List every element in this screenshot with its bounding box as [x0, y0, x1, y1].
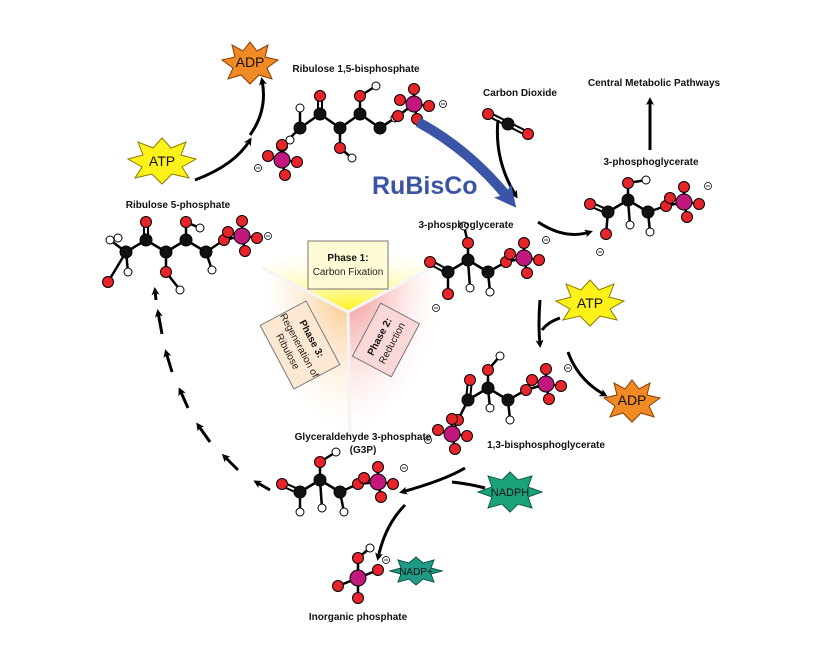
phase1-title: Phase 1: [327, 253, 368, 264]
atp-right-badge: ATP [554, 279, 626, 327]
nadp-text: NADP+ [399, 567, 433, 578]
arrow-ru5p-to-rubp [194, 137, 252, 182]
phase1-subtitle: Carbon Fixation [313, 267, 384, 278]
molecule-co2 [482, 108, 534, 140]
molecule-rubp [254, 81, 447, 181]
label-co2: Carbon Dioxide [483, 88, 557, 99]
label-g3p-line2: (G3P) [350, 445, 377, 456]
molecule-pi [332, 543, 390, 604]
molecule-ru5p [102, 215, 272, 295]
molecule-pga-right [584, 175, 712, 256]
molecule-g3p [276, 447, 408, 517]
cycle-arrows [151, 77, 654, 561]
arrow-nadph-to-g3p [399, 466, 466, 495]
arrow-cycle-4 [178, 387, 190, 409]
badges: ADP ATP ATP ADP NADPH NADP+ [126, 41, 662, 586]
nadph-text: NADPH [491, 487, 530, 499]
arrow-cycle-1 [253, 480, 271, 492]
arrow-atp-in [540, 316, 561, 331]
nadp-badge: NADP+ [388, 556, 444, 586]
phase2-label: Phase 2: Reduction [351, 302, 421, 378]
arrow-nadph-in [451, 480, 486, 490]
arrow-cycle-7 [151, 287, 160, 301]
rubisco-label: RuBisCo [372, 172, 478, 200]
adp-right-text: ADP [618, 392, 647, 408]
label-central: Central Metabolic Pathways [588, 78, 721, 89]
arrow-cycle-6 [154, 309, 164, 335]
arrow-atp-to-bpg [535, 299, 544, 348]
phase1-label: Phase 1: Carbon Fixation [307, 240, 389, 290]
adp-top-text: ADP [236, 54, 265, 70]
arrow-cycle-3 [196, 422, 212, 443]
molecule-bpg [424, 351, 572, 455]
arrow-cycle-5 [163, 349, 174, 373]
arrow-to-pi [375, 503, 407, 561]
nadph-badge: NADPH [476, 471, 544, 513]
label-pga-right: 3-phosphoglycerate [603, 157, 698, 168]
arrow-to-adp-top [248, 77, 267, 136]
adp-top-badge: ADP [220, 41, 280, 85]
arrow-to-adp-right [566, 351, 608, 397]
molecule-pga-top [424, 221, 550, 312]
arrow-cycle-2 [221, 453, 240, 472]
label-rubp: Ribulose 1,5-bisphosphate [292, 64, 420, 75]
atp-right-text: ATP [577, 295, 603, 311]
label-ru5p: Ribulose 5-phosphate [126, 200, 231, 211]
label-g3p-line1: Glyceraldehyde 3-phosphate [295, 432, 432, 443]
arrow-to-pga-right [537, 220, 593, 238]
molecules [102, 81, 712, 604]
phase3-label: Phase 3: Regeneration of Ribulose [259, 300, 341, 390]
atp-left-text: ATP [149, 153, 175, 169]
molecule-labels: Ribulose 1,5-bisphosphate Carbon Dioxide… [126, 64, 721, 623]
adp-right-badge: ADP [602, 379, 662, 423]
label-bpg: 1,3-bisphosphoglycerate [487, 440, 605, 451]
rubisco-arrow [415, 117, 517, 208]
atp-left-badge: ATP [126, 137, 198, 185]
label-pi: Inorganic phosphate [309, 612, 408, 623]
label-pga-top: 3-phosphoglycerate [418, 220, 513, 231]
